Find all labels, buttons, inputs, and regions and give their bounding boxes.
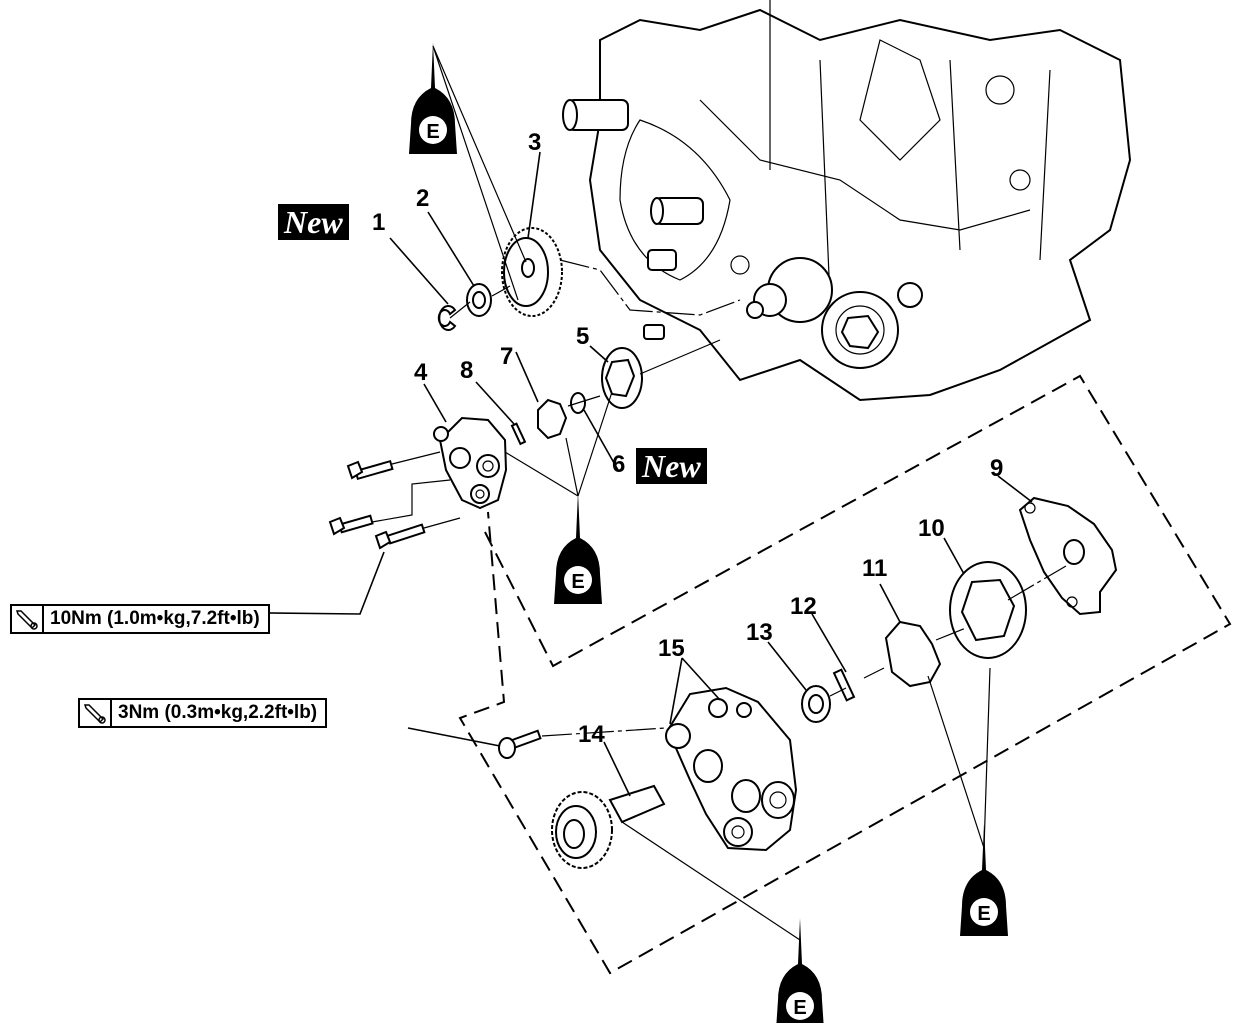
engine-crankcase bbox=[562, 0, 1132, 402]
inner-rotor-upper bbox=[537, 398, 568, 440]
engine-oil-icon: E bbox=[409, 42, 457, 154]
torque-wrench-icon bbox=[80, 700, 112, 726]
pin bbox=[832, 668, 856, 702]
engine-oil-icon: E bbox=[776, 918, 824, 1028]
callout-4: 4 bbox=[414, 359, 428, 386]
torque-wrench-icon bbox=[12, 606, 44, 632]
engine-oil-letter: E bbox=[793, 997, 806, 1019]
outer-rotor-upper bbox=[601, 347, 643, 409]
callout-7: 7 bbox=[500, 343, 513, 370]
dowel-pin bbox=[643, 324, 665, 340]
torque-spec-10nm: 10Nm (1.0m•kg,7.2ft•lb) bbox=[10, 604, 270, 634]
callout-8: 8 bbox=[460, 357, 473, 384]
callout-9: 9 bbox=[990, 455, 1003, 482]
engine-oil-icon: E bbox=[554, 492, 602, 604]
oil-pump-assembly bbox=[433, 416, 508, 510]
pump-mounting-bolt bbox=[328, 514, 374, 536]
washer bbox=[801, 685, 831, 723]
circlip bbox=[437, 305, 457, 331]
oil-pump-drive-gear bbox=[501, 227, 563, 317]
washer bbox=[466, 283, 492, 317]
callout-1: 1 bbox=[372, 209, 385, 236]
new-part-badge: New bbox=[278, 204, 349, 240]
callout-12: 12 bbox=[790, 593, 817, 620]
pin bbox=[510, 422, 527, 446]
pump-housing bbox=[665, 686, 798, 852]
callout-3: 3 bbox=[528, 129, 541, 156]
pump-mounting-bolt bbox=[346, 459, 394, 481]
rotor-shaft-gear bbox=[551, 784, 666, 869]
callout-15: 15 bbox=[658, 635, 685, 662]
engine-oil-letter: E bbox=[426, 121, 439, 143]
callout-2: 2 bbox=[416, 185, 429, 212]
callout-13: 13 bbox=[746, 619, 773, 646]
callout-6: 6 bbox=[612, 451, 625, 478]
engine-oil-letter: E bbox=[977, 903, 990, 925]
cover-screw bbox=[498, 729, 542, 759]
callout-11: 11 bbox=[862, 555, 887, 582]
engine-oil-letter: E bbox=[571, 571, 584, 593]
new-part-badge: New bbox=[636, 448, 707, 484]
inner-rotor bbox=[884, 620, 942, 688]
engine-oil-icon: E bbox=[960, 824, 1008, 936]
torque-spec-text: 10Nm (1.0m•kg,7.2ft•lb) bbox=[50, 608, 260, 629]
torque-spec-text: 3Nm (0.3m•kg,2.2ft•lb) bbox=[118, 702, 318, 723]
callout-14: 14 bbox=[578, 721, 605, 748]
pump-mounting-bolt bbox=[374, 523, 426, 550]
callout-5: 5 bbox=[576, 323, 589, 350]
callout-10: 10 bbox=[918, 515, 945, 542]
outer-rotor bbox=[949, 561, 1027, 659]
detail-outline bbox=[458, 374, 1232, 975]
pump-cover-plate bbox=[1018, 496, 1118, 616]
torque-spec-3nm: 3Nm (0.3m•kg,2.2ft•lb) bbox=[78, 698, 328, 728]
